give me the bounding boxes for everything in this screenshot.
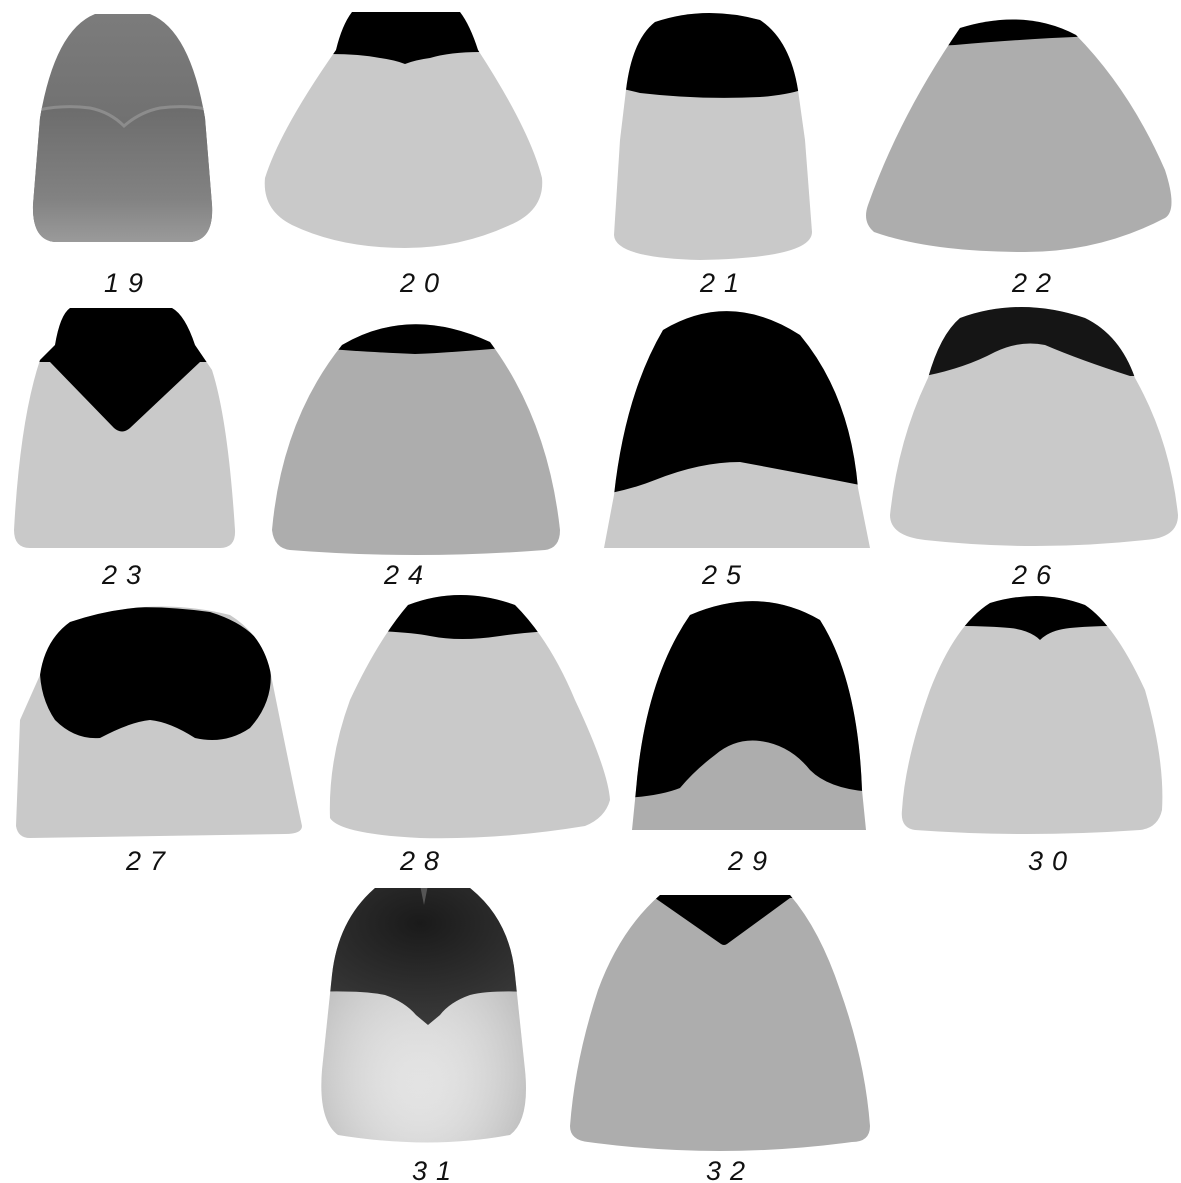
figure-label: 26 bbox=[1011, 560, 1060, 590]
figure-22 bbox=[850, 0, 1180, 260]
figure-label: 27 bbox=[125, 846, 174, 876]
figure-23 bbox=[0, 300, 250, 560]
figure-label: 24 bbox=[383, 560, 432, 590]
figure-label: 19 bbox=[104, 268, 152, 298]
figure-27 bbox=[10, 590, 310, 845]
figure-29 bbox=[625, 580, 875, 840]
figure-19 bbox=[20, 0, 230, 260]
figure-24 bbox=[265, 300, 565, 565]
figure-label: 20 bbox=[399, 268, 448, 298]
figure-label: 23 bbox=[101, 560, 150, 590]
figure-25 bbox=[600, 290, 875, 555]
figure-label: 30 bbox=[1028, 846, 1076, 876]
figure-21 bbox=[600, 0, 820, 270]
figure-31 bbox=[310, 880, 530, 1150]
figure-label: 32 bbox=[706, 1156, 754, 1183]
figure-label: 21 bbox=[699, 268, 748, 298]
figure-label: 28 bbox=[399, 846, 448, 876]
figure-28 bbox=[320, 580, 620, 845]
figure-26 bbox=[880, 290, 1180, 555]
figure-label: 22 bbox=[1011, 268, 1060, 298]
figure-label: 31 bbox=[412, 1156, 460, 1183]
figure-32 bbox=[560, 885, 880, 1155]
figure-label: 29 bbox=[727, 846, 776, 876]
figure-label: 25 bbox=[701, 560, 750, 590]
figure-30 bbox=[895, 580, 1170, 840]
figure-20 bbox=[250, 0, 560, 260]
